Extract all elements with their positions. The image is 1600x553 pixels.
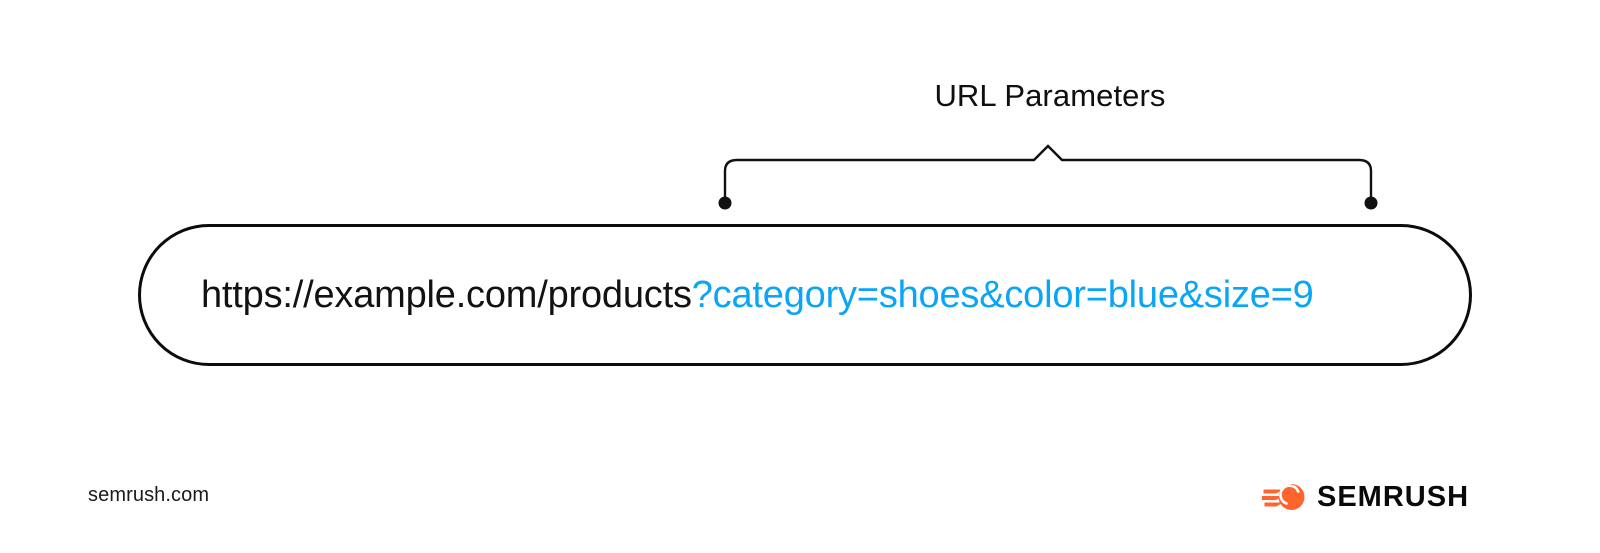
- brace-annotation-icon: [718, 144, 1378, 210]
- semrush-comet-icon: [1262, 484, 1305, 510]
- url-base-segment: https://example.com/products: [201, 274, 692, 316]
- semrush-logo: SEMRUSH: [1262, 477, 1469, 517]
- url-parameters-segment: ?category=shoes&color=blue&size=9: [691, 274, 1314, 316]
- url-text: https://example.com/products?category=sh…: [201, 276, 1314, 314]
- url-pill-container: https://example.com/products?category=sh…: [138, 224, 1472, 366]
- semrush-wordmark: SEMRUSH: [1317, 480, 1470, 513]
- footer-site-label: semrush.com: [88, 484, 210, 506]
- annotation-label: URL Parameters: [934, 78, 1166, 113]
- brace-path: [723, 144, 1373, 204]
